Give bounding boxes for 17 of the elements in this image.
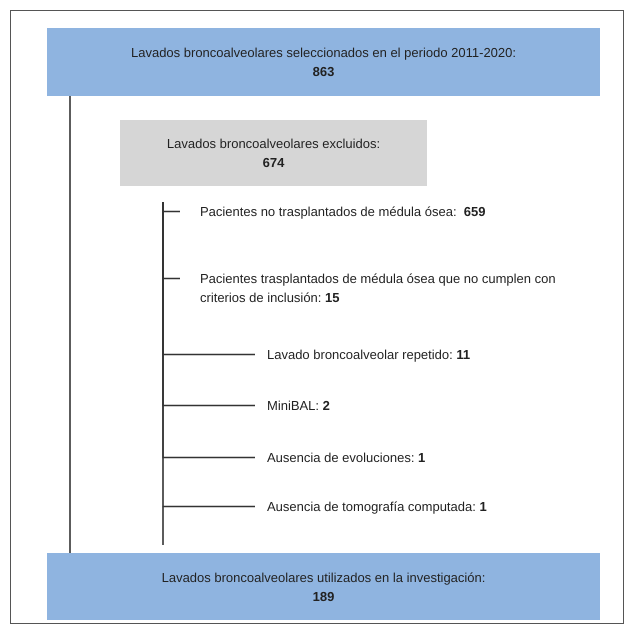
count-value: 674 <box>262 154 284 172</box>
count-value: 189 <box>312 588 334 606</box>
box-heading: Lavados broncoalveolares seleccionados en el periodo 2011-2020: <box>131 44 516 62</box>
process-box <box>47 553 600 620</box>
exclusion-text: Pacientes no trasplantados de médula ósea: 659 <box>180 202 560 221</box>
process-box <box>47 28 600 96</box>
exclusion-text: Lavado broncoalveolar repetido: 11 <box>255 345 575 364</box>
connector-line <box>162 202 255 508</box>
box-heading: Lavados broncoalveolares utilizados en la investigación: <box>162 568 486 586</box>
count-value: 863 <box>312 63 334 81</box>
connector-line <box>69 96 71 553</box>
exclusion-text: Pacientes trasplantados de médula ósea que no cumplen con criterios de inclusión: 15 <box>180 269 570 307</box>
exclusion-text: MiniBAL: 2 <box>255 396 575 415</box>
exclusion-text: Ausencia de tomografía computada: 1 <box>255 497 575 516</box>
exclusion-text: Ausencia de evoluciones: 1 <box>255 448 575 467</box>
process-box <box>120 120 427 186</box>
box-heading: Lavados broncoalveolares excluidos: <box>166 135 380 153</box>
